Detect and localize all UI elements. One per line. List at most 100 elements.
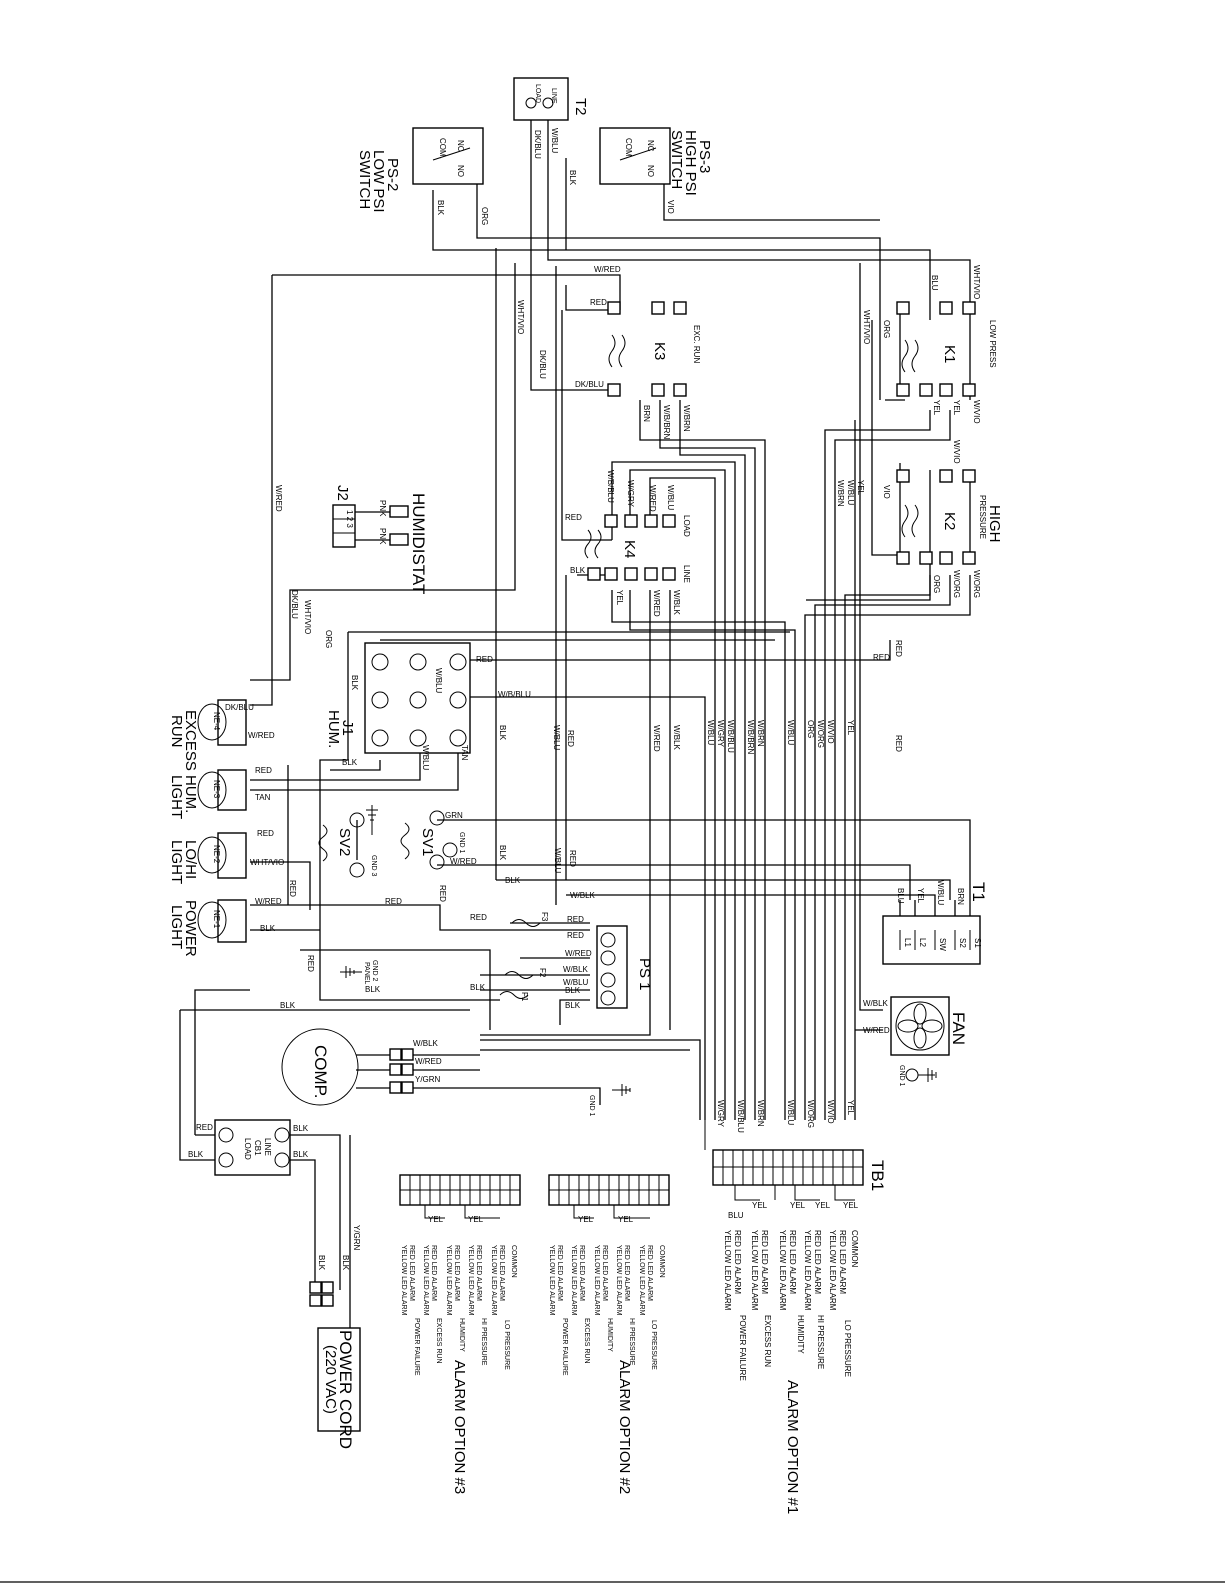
wire-label: VIO	[666, 200, 675, 214]
ne4-caption2: RUN	[168, 715, 185, 748]
gnd2-sub: PANEL	[363, 962, 370, 985]
ps1-label: PS 1	[636, 958, 653, 991]
wire-label: BLK	[293, 1124, 309, 1133]
k2-desc1: HIGH	[986, 505, 1003, 543]
t1-terminal-s1: S1	[973, 938, 982, 948]
wire-label: YEL	[790, 1201, 806, 1210]
f3-label: F3	[540, 912, 549, 922]
k4-relay: K4 LINE LOAD	[584, 514, 691, 583]
ps2-label: PS-2	[384, 158, 401, 191]
k4-load-label: LOAD	[682, 515, 691, 537]
alarm1-common: COMMON	[850, 1230, 859, 1268]
wire-label: W/BRN	[756, 1100, 765, 1127]
fan-blade-icon	[913, 1003, 927, 1025]
wire-label: YEL	[615, 590, 624, 606]
wire-label: W/BLU	[553, 848, 562, 874]
wire-label: W/B/BRN	[662, 405, 671, 439]
alarm2-exc-red: RED LED ALARM	[578, 1245, 585, 1301]
alarm1-lo-red: RED LED ALARM	[838, 1230, 847, 1294]
wire-label: Y/GRN	[352, 1225, 361, 1251]
wire-label: W/BLU	[936, 880, 945, 906]
wire-label: W/BRN	[756, 720, 765, 747]
alarm2-exc-name: EXCESS RUN	[583, 1318, 590, 1364]
ps2-no-label: NO	[456, 165, 465, 177]
wire-label: YEL	[952, 400, 961, 416]
sv1-solenoid-valve: SV1 GND 1	[400, 810, 465, 870]
wire-label: W/RED	[274, 485, 283, 512]
t2-line-label: LINE	[550, 88, 557, 104]
t1-terminal-l1: L1	[903, 938, 912, 947]
fan-gnd-label: GND 1	[898, 1065, 905, 1087]
ne3-caption2: LIGHT	[168, 775, 185, 819]
wire-label: RED	[255, 766, 272, 775]
alarm3-hum-name: HUMIDITY	[458, 1318, 465, 1352]
k1-label: K1	[941, 345, 958, 363]
alarm2-hi-name: HI PRESSURE	[628, 1318, 635, 1366]
wire-label: W/BLK	[672, 725, 681, 751]
wire-label: BLK	[570, 566, 586, 575]
alarm1-lo-yellow: YELLOW LED ALARM	[828, 1230, 837, 1311]
wire-label: WHT/VIO	[862, 310, 871, 344]
wire-label: W/BLK	[413, 1039, 439, 1048]
ps1-power-supply: PS 1	[596, 925, 653, 1009]
wire-label: BLK	[342, 758, 358, 767]
wire-label: BLK	[350, 675, 359, 691]
fan: FAN GND 1	[890, 996, 968, 1087]
wire-label: BRN	[956, 888, 965, 905]
wire-label: W/RED	[652, 725, 661, 752]
alarm3-pwr-yellow: YELLOW LED ALARM	[400, 1245, 407, 1316]
wire-label: RED	[566, 730, 575, 747]
alarm3-hum-red: RED LED ALARM	[453, 1245, 460, 1301]
wire-label: BLK	[260, 924, 276, 933]
t1-transformer: L1 L2 SW S2 S1 T1	[882, 882, 988, 965]
wire-label: W/VIO	[826, 1100, 835, 1124]
alarm1-lo-name: LO PRESSURE	[843, 1320, 852, 1377]
wire-label: W/GRY	[716, 1100, 725, 1128]
wire-network	[179, 120, 971, 1330]
j2-wire-pnk-2: PNK	[378, 528, 387, 545]
wire-label: YEL	[815, 1201, 831, 1210]
cb1-label: CB1	[253, 1140, 262, 1156]
alarm3-hum-yellow: YELLOW LED ALARM	[445, 1245, 452, 1316]
wire-label: BLU	[728, 1211, 744, 1220]
wire-label: W/ORG	[952, 570, 961, 598]
wire-label: BLK	[498, 845, 507, 861]
wire-label: Y/GRN	[415, 1075, 441, 1084]
alarm3-pwr-name: POWER FAILURE	[413, 1318, 420, 1376]
wire-label: WHT/VIO	[250, 858, 284, 867]
wire-label: W/RED	[652, 590, 661, 617]
comp-label: COMP.	[311, 1045, 330, 1099]
tb1-terminal-block: TB1	[712, 1149, 887, 1201]
ne1-power-light: NE-1 POWER LIGHT	[168, 899, 247, 957]
wire-label: W/B/BLU	[498, 690, 531, 699]
alarm2-pwr-name: POWER FAILURE	[561, 1318, 568, 1376]
wire-label: W/VIO	[972, 400, 981, 424]
wire-label: W/B/BLU	[726, 720, 735, 753]
wire-label: RED	[438, 885, 447, 902]
j1-connector: J1 HUM.	[325, 642, 471, 754]
wire-label: BLK	[470, 983, 486, 992]
k4-line-label: LINE	[682, 565, 691, 583]
wire-label: BLK	[365, 985, 381, 994]
k3-label: K3	[651, 342, 668, 360]
ne4-caption1: EXCESS	[182, 710, 199, 771]
sv2-solenoid-valve: SV2 GND 3	[318, 805, 378, 878]
wire-label: W/B/BLU	[736, 1100, 745, 1133]
wire-label: ORG	[806, 720, 815, 738]
wire-label: BLK	[341, 1255, 350, 1271]
wire-label: W/BLU	[786, 1100, 795, 1126]
wire-label: RED	[568, 850, 577, 867]
wire-label: BLK	[568, 170, 577, 186]
k4-label: K4	[621, 540, 638, 558]
cb1-circuit-breaker: CB1 LINE LOAD	[214, 1119, 291, 1176]
wire-label: W/BLK	[570, 891, 596, 900]
wire-label: RED	[196, 1123, 213, 1132]
alarm1-hi-red: RED LED ALARM	[813, 1230, 822, 1294]
wire-label: RED	[565, 513, 582, 522]
wire-label: RED	[306, 955, 315, 972]
wire-label: RED	[470, 913, 487, 922]
wire-label: YEL	[843, 1201, 859, 1210]
wire-label: RED	[567, 915, 584, 924]
ne3-label: NE-3	[212, 780, 221, 799]
